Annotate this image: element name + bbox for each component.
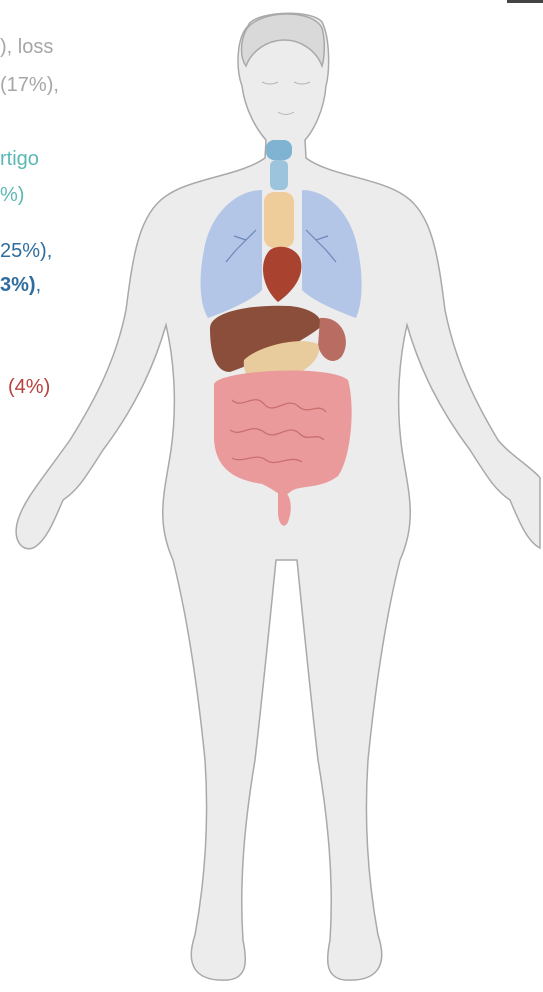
thyroid-trachea — [264, 140, 294, 248]
